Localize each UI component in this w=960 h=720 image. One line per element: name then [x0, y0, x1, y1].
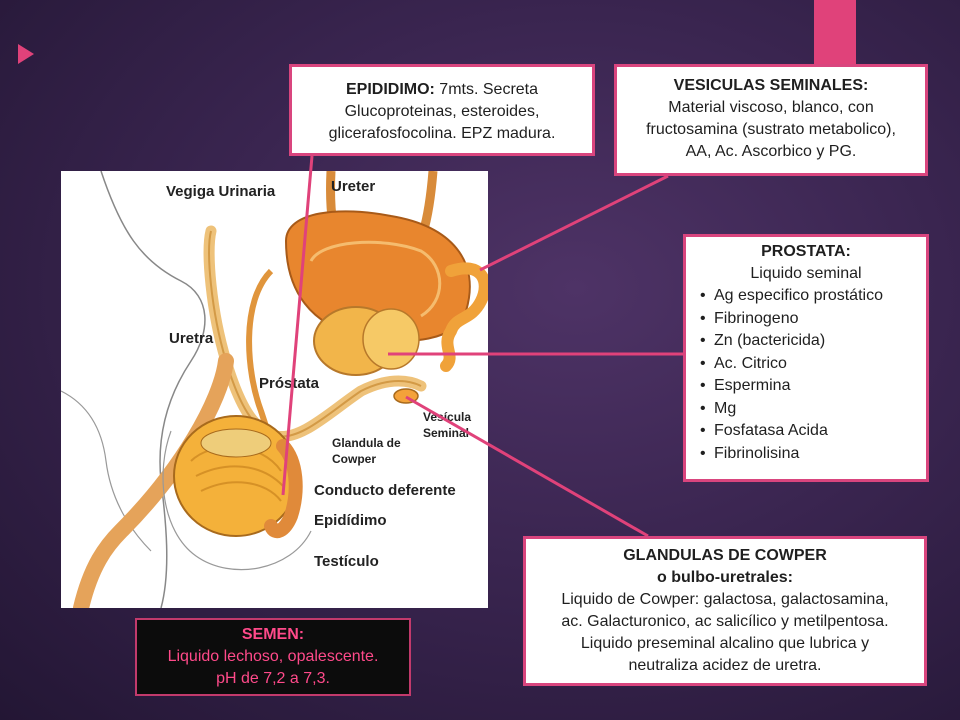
label-uretra: Uretra [169, 330, 214, 347]
testicle-top [200, 428, 272, 458]
cowper-title-2: o bulbo-uretrales: [656, 569, 793, 586]
label-epididimo: Epidídimo [314, 512, 387, 529]
list-item: Fibrinogeno [700, 308, 926, 331]
cowper-panel: GLANDULAS DE COWPER o bulbo-uretrales: L… [523, 536, 927, 686]
list-item: Mg [700, 398, 926, 421]
cowper-line: Liquido preseminal alcalino que lubrica … [580, 635, 870, 652]
semen-title: SEMEN: [241, 626, 305, 643]
semen-panel: SEMEN: Liquido lechoso, opalescente. pH … [135, 618, 411, 696]
epididimo-text-2: Glucoproteinas, esteroides, [344, 103, 540, 120]
label-ureter: Ureter [331, 178, 375, 195]
vesiculas-line: fructosamina (sustrato metabolico), [646, 121, 896, 138]
label-prostata: Próstata [259, 375, 320, 392]
connector-cowper [405, 395, 649, 538]
epididimo-text-1: 7mts. Secreta [434, 81, 539, 98]
cowper-title-1: GLANDULAS DE COWPER [623, 547, 827, 564]
triangle-bullet-icon [18, 44, 34, 64]
list-item: Zn (bactericida) [700, 330, 926, 353]
accent-bar [814, 0, 856, 64]
list-item: Ac. Citrico [700, 353, 926, 376]
semen-line: pH de 7,2 a 7,3. [216, 670, 330, 687]
epididimo-panel: EPIDIDIMO: 7mts. Secreta Glucoproteinas,… [289, 64, 595, 156]
epididimo-title: EPIDIDIMO: [345, 81, 435, 98]
anatomy-svg: Vegiga Urinaria Ureter Uretra Próstata V… [61, 171, 488, 608]
label-testiculo: Testículo [314, 553, 379, 570]
bladder-highlight [309, 240, 442, 318]
list-item: Espermina [700, 375, 926, 398]
prostata-title: PROSTATA: [761, 243, 851, 260]
list-item: Fosfatasa Acida [700, 420, 926, 443]
vesiculas-title: VESICULAS SEMINALES: [673, 77, 869, 94]
list-item: Fibrinolisina [700, 443, 926, 466]
penis-shaft [73, 353, 234, 608]
connector-epididimo [281, 155, 314, 496]
label-glandula-1: Glandula de [332, 436, 401, 450]
semen-line: Liquido lechoso, opalescente. [167, 648, 379, 665]
scrotum-outline [162, 430, 312, 571]
label-vegiga: Vegiga Urinaria [166, 183, 276, 200]
list-item: Ag especifico prostático [700, 285, 926, 308]
cowper-line: ac. Galacturonico, ac salicílico y metil… [561, 613, 889, 630]
cowper-line: Liquido de Cowper: galactosa, galactosam… [561, 591, 889, 608]
thigh-outline [61, 390, 152, 552]
prostata-list: Ag especifico prostático Fibrinogeno Zn … [700, 285, 926, 465]
epididimo-text-3: glicerafosfocolina. EPZ madura. [328, 125, 556, 142]
label-vesicula-2: Seminal [423, 426, 469, 440]
epididymis [264, 439, 303, 539]
label-conducto: Conducto deferente [314, 482, 456, 499]
anatomy-diagram: Vegiga Urinaria Ureter Uretra Próstata V… [61, 171, 488, 608]
label-glandula-2: Cowper [332, 452, 376, 466]
seminal-vesicle [440, 262, 488, 372]
vesiculas-panel: VESICULAS SEMINALES: Material viscoso, b… [614, 64, 928, 176]
prostata-panel: PROSTATA: Liquido seminal Ag especifico … [683, 234, 929, 482]
body-outline [100, 171, 206, 608]
prostata-subtitle: Liquido seminal [750, 265, 862, 282]
epididimo-line-1: EPIDIDIMO: 7mts. Secreta [292, 79, 592, 101]
connector-vesiculas [479, 174, 669, 272]
vesiculas-line: AA, Ac. Ascorbico y PG. [685, 143, 857, 160]
cowper-line: neutraliza acidez de uretra. [628, 657, 822, 674]
vesiculas-line: Material viscoso, blanco, con [668, 99, 874, 116]
